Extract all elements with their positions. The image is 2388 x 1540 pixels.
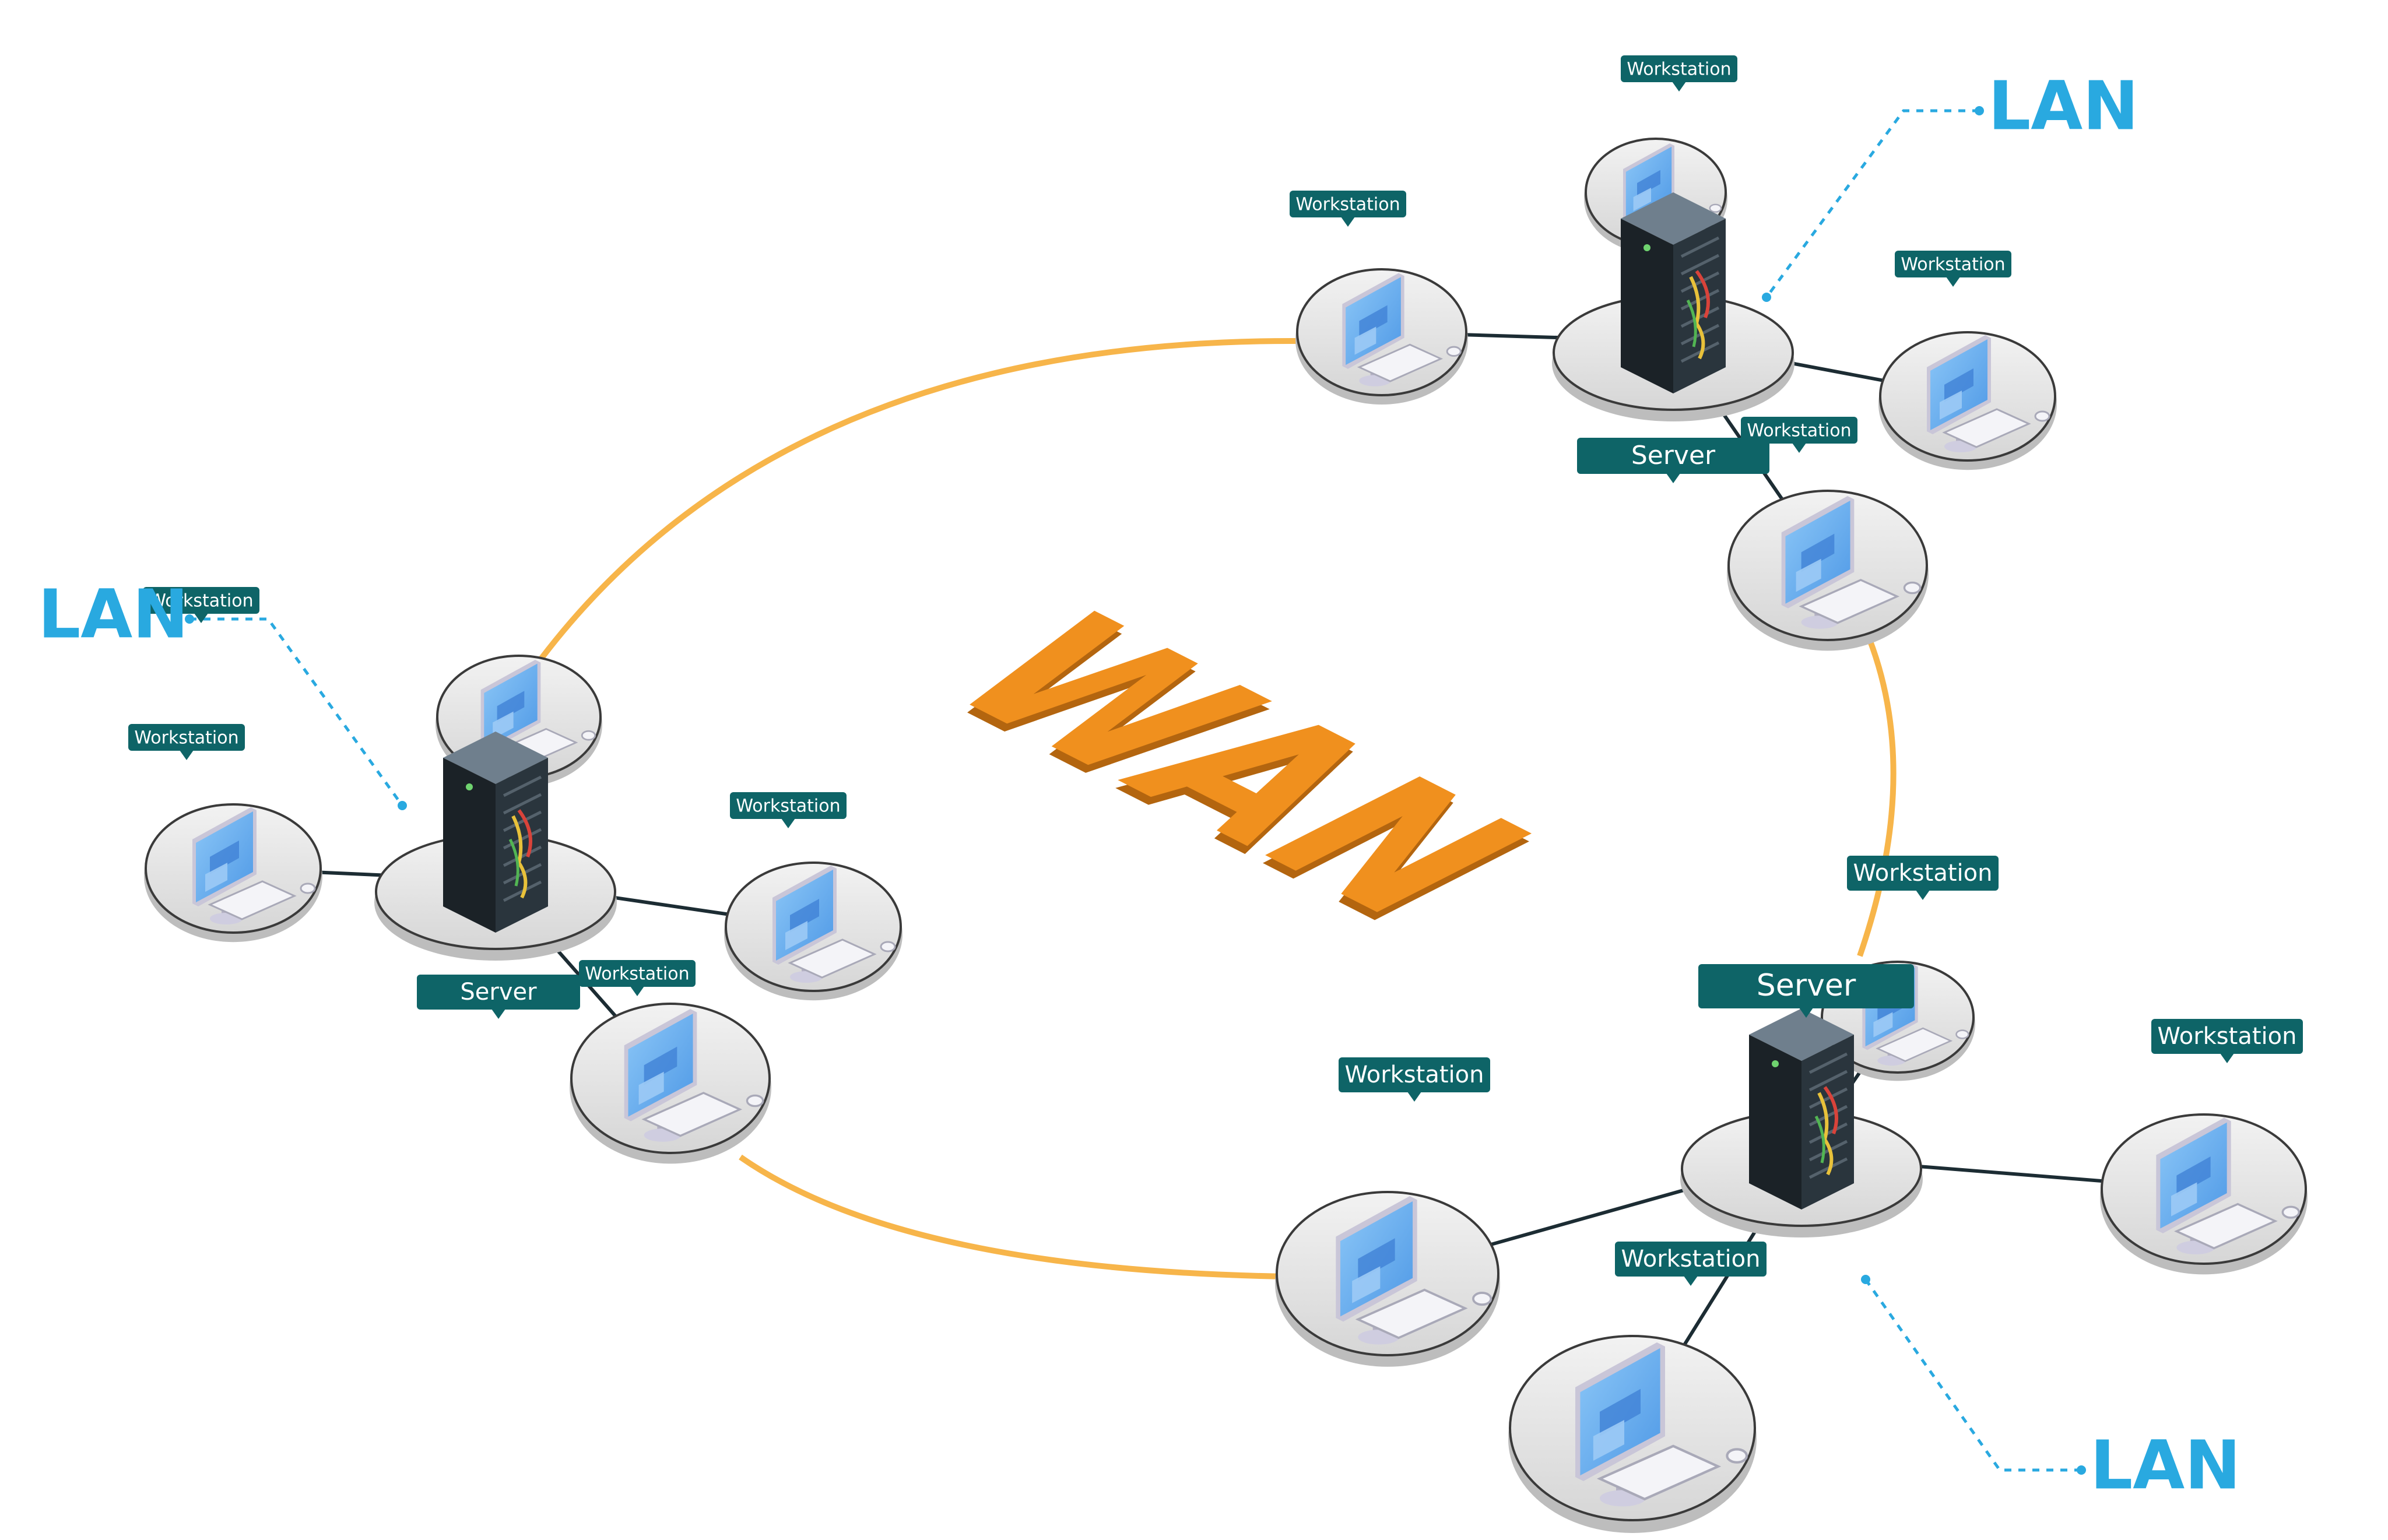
mouse-icon <box>2034 410 2050 422</box>
lan-callout-dots <box>185 106 2086 1475</box>
wan-links <box>513 337 1897 1279</box>
lan-callouts <box>189 109 2081 1472</box>
workstation-top-4 <box>1727 490 1929 651</box>
server-label-top: Server <box>1577 438 1769 483</box>
mouse-icon <box>2281 1205 2301 1219</box>
server-rack-icon <box>1749 1008 1854 1210</box>
workstation-label-left-1: Workstation <box>143 587 259 623</box>
workstation-label-top-1: Workstation <box>1621 55 1737 92</box>
workstation-label-left-2: Workstation <box>128 724 245 760</box>
workstation-top-3 <box>1878 331 2057 470</box>
keyboard-icon <box>788 938 896 979</box>
mouse-icon <box>300 882 316 894</box>
workstation-label-bottom-1-text: Workstation <box>1853 860 1993 887</box>
workstation-label-left-4-text: Workstation <box>585 964 689 985</box>
keyboard-icon <box>1596 1444 1748 1501</box>
mouse-icon <box>1709 203 1722 213</box>
lan-label-bottom: LAN <box>2090 1427 2241 1505</box>
server-label-top-text: Server <box>1631 441 1716 470</box>
workstation-bottom-2 <box>1275 1191 1500 1367</box>
server-rack-icon <box>1621 192 1726 393</box>
workstation-label-bottom-1: Workstation <box>1847 856 1999 900</box>
monitor-icon <box>624 1009 697 1142</box>
server-bottom <box>1680 1008 1923 1237</box>
mouse-icon <box>880 941 896 952</box>
mouse-icon <box>1955 1029 1969 1039</box>
server-label-bottom: Server <box>1698 964 1914 1018</box>
wan-title: WAN WAN <box>901 577 1571 964</box>
wan-link-top-right <box>1857 628 1897 957</box>
mouse-icon <box>1472 1292 1492 1306</box>
lan-callout-top <box>1765 109 1979 298</box>
workstation-label-top-2-text: Workstation <box>1295 195 1400 215</box>
nodes: WorkstationWorkstationWorkstationWorksta… <box>128 55 2308 1533</box>
workstation-label-bottom-3: Workstation <box>2151 1019 2303 1063</box>
lan-callout-left <box>189 617 404 807</box>
workstation-label-top-1-text: Workstation <box>1627 59 1731 80</box>
server-label-left-text: Server <box>460 979 537 1005</box>
workstation-left-4 <box>570 1003 771 1164</box>
keyboard-icon <box>641 1092 764 1137</box>
keyboard-icon <box>1799 579 1922 624</box>
keyboard-icon <box>1876 1027 1969 1062</box>
wan-link-bottom <box>739 1154 1289 1279</box>
workstation-label-bottom-2: Workstation <box>1339 1057 1490 1102</box>
workstation-label-bottom-3-text: Workstation <box>2158 1023 2297 1050</box>
workstation-label-left-1-text: Workstation <box>149 591 253 611</box>
mouse-icon <box>1446 346 1462 357</box>
monitor-icon <box>772 866 837 983</box>
workstation-label-left-3: Workstation <box>730 792 847 828</box>
keyboard-icon <box>1942 408 2050 448</box>
server-rack-icon <box>443 732 548 933</box>
workstation-label-top-2: Workstation <box>1290 191 1406 227</box>
keyboard-icon <box>1357 343 1462 382</box>
workstation-label-bottom-2-text: Workstation <box>1345 1061 1484 1088</box>
workstation-label-top-4: Workstation <box>1741 417 1857 453</box>
workstation-label-bottom-4-text: Workstation <box>1621 1246 1761 1272</box>
server-top <box>1552 192 1794 421</box>
mouse-icon <box>1726 1448 1748 1464</box>
keyboard-icon <box>2174 1203 2301 1250</box>
workstation-bottom-3 <box>2100 1113 2308 1275</box>
monitor-icon <box>1342 273 1404 386</box>
workstation-left-2 <box>144 803 322 943</box>
lan-label-top: LAN <box>1988 68 2139 146</box>
workstation-left-3 <box>724 862 902 1001</box>
server-left <box>374 732 617 961</box>
monitor-icon <box>1781 496 1855 629</box>
mouse-icon <box>581 730 596 741</box>
lan-callout-bottom <box>1864 1278 2081 1472</box>
server-label-bottom-text: Server <box>1757 968 1856 1003</box>
workstation-top-2 <box>1295 268 1468 405</box>
lan-label-left: LAN <box>38 576 189 654</box>
workstation-label-top-3: Workstation <box>1895 251 2011 287</box>
mouse-icon <box>746 1094 764 1107</box>
workstation-bottom-4 <box>1508 1335 1757 1533</box>
keyboard-icon <box>208 880 316 920</box>
server-label-left: Server <box>417 975 580 1019</box>
monitor-icon <box>2156 1117 2231 1254</box>
mouse-icon <box>1903 581 1922 595</box>
workstation-label-top-4-text: Workstation <box>1747 421 1851 441</box>
workstation-label-left-4: Workstation <box>579 960 696 996</box>
workstation-label-left-3-text: Workstation <box>736 796 840 817</box>
wan-link-left-top <box>513 337 1301 695</box>
workstation-label-top-3-text: Workstation <box>1901 255 2005 275</box>
workstation-label-left-2-text: Workstation <box>134 728 238 748</box>
keyboard-icon <box>1355 1288 1492 1339</box>
workstation-label-bottom-4: Workstation <box>1615 1242 1767 1286</box>
